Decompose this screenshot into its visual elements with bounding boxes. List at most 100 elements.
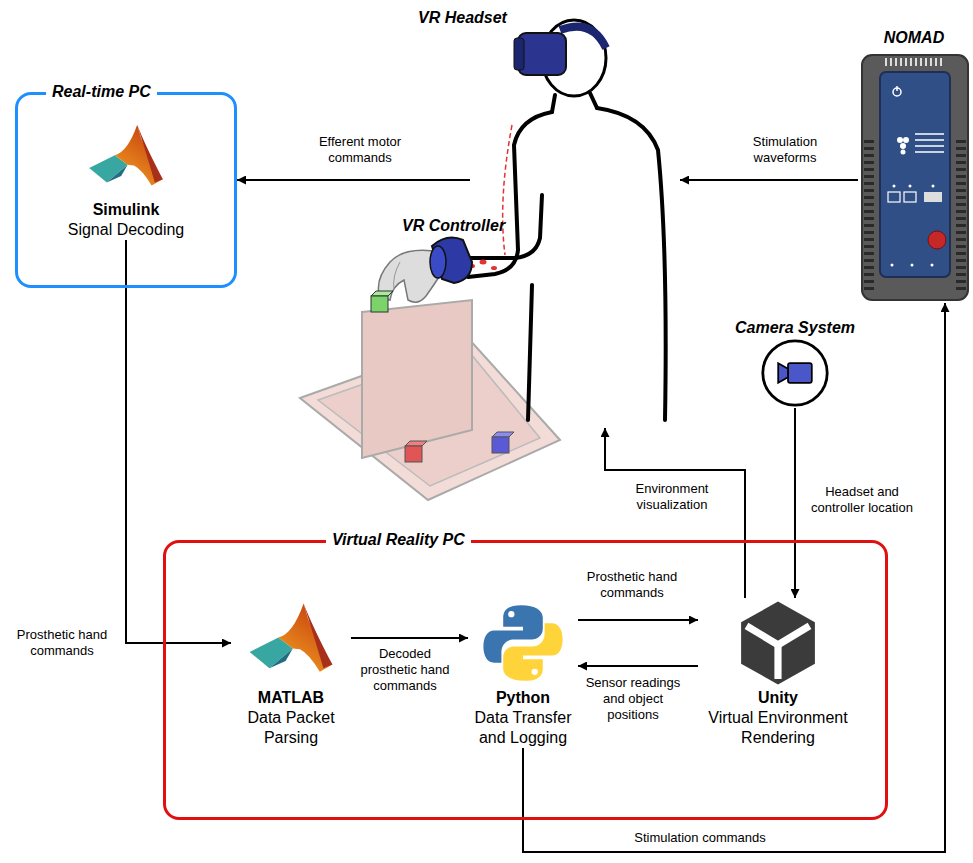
nomad-device bbox=[888, 192, 900, 202]
matlab-logo bbox=[137, 125, 163, 183]
device-label: NOMAD bbox=[858, 28, 970, 48]
python-logo bbox=[532, 669, 538, 675]
participant-node: VR HeadsetVR Controller bbox=[470, 8, 680, 428]
edge-label: Stimulation commands bbox=[615, 829, 785, 847]
vr-headset bbox=[514, 27, 606, 75]
unity-logo bbox=[733, 598, 823, 688]
python-logo bbox=[478, 598, 568, 688]
computer-group: Real-time PCSimulinkSignal Decoding bbox=[15, 92, 237, 288]
nomad-device bbox=[885, 58, 945, 66]
node-title: Python bbox=[468, 688, 578, 708]
unity-logo bbox=[774, 645, 781, 679]
matlab-logo bbox=[115, 125, 163, 186]
matlab-logo bbox=[107, 165, 128, 183]
node-subtitle: Signal Decoding bbox=[61, 220, 191, 240]
matlab-logo bbox=[269, 648, 292, 668]
blue-cube bbox=[492, 437, 509, 453]
nomad-device bbox=[909, 185, 912, 188]
nomad-device bbox=[904, 192, 916, 202]
data-flow-arrow bbox=[126, 240, 231, 643]
node-subtitle: Virtual Environment Rendering bbox=[698, 708, 858, 748]
node-title: Camera System bbox=[730, 318, 860, 338]
nomad-device bbox=[903, 137, 909, 143]
nomad-device bbox=[915, 151, 944, 153]
nomad-device bbox=[900, 143, 906, 149]
software-node: PythonData Transfer and Logging bbox=[468, 598, 578, 748]
nomad-device bbox=[880, 72, 950, 277]
edge-label: Stimulation waveforms bbox=[725, 133, 845, 167]
vr-controller bbox=[430, 246, 446, 278]
nomad-device bbox=[862, 55, 968, 300]
data-flow-arrow bbox=[578, 665, 698, 667]
group-heading: Virtual Reality PC bbox=[326, 530, 471, 550]
camera-node: Camera System bbox=[730, 318, 860, 408]
matlab-logo bbox=[304, 603, 333, 668]
nomad-device bbox=[956, 140, 966, 290]
vr-controller bbox=[430, 238, 472, 283]
data-flow-arrow bbox=[237, 179, 470, 181]
edge-label: Headset and controller location bbox=[805, 483, 920, 517]
unity-logo bbox=[747, 626, 779, 645]
red-cube bbox=[405, 441, 427, 446]
red-cube bbox=[405, 441, 427, 462]
edge-label: Prosthetic hand commands bbox=[7, 626, 117, 660]
nerve-path bbox=[469, 125, 512, 270]
participant-figure bbox=[597, 108, 666, 420]
edge-label: Prosthetic hand commands bbox=[577, 568, 687, 602]
participant-figure bbox=[468, 112, 552, 277]
nomad-device bbox=[928, 231, 946, 249]
edge-label: Decoded prosthetic hand commands bbox=[348, 645, 463, 695]
edge-label: Sensor readings and object positions bbox=[575, 674, 691, 724]
computer-group: Virtual Reality PCMATLABData Packet Pars… bbox=[163, 540, 888, 820]
matlab-logo bbox=[86, 120, 166, 200]
participant-figure bbox=[590, 93, 597, 108]
edge-label: Efferent motor commands bbox=[295, 133, 425, 167]
red-cube bbox=[405, 446, 422, 462]
data-flow-arrow bbox=[523, 303, 945, 852]
matlab-logo bbox=[246, 598, 336, 688]
green-cube bbox=[371, 291, 393, 312]
matlab-logo bbox=[278, 603, 332, 671]
node-title: MATLAB bbox=[231, 688, 351, 708]
tray-illustration bbox=[362, 300, 472, 458]
node-title: Simulink bbox=[61, 200, 191, 220]
stimulator-node: NOMAD bbox=[858, 28, 970, 303]
nomad-device bbox=[901, 150, 906, 155]
data-flow-arrow bbox=[578, 619, 698, 621]
unity-logo bbox=[741, 602, 815, 685]
nerve-path bbox=[503, 125, 512, 255]
nomad-device bbox=[915, 133, 944, 135]
participant-figure bbox=[552, 95, 555, 112]
vr-headset bbox=[514, 38, 524, 70]
virtual-hand bbox=[394, 262, 400, 290]
node-subtitle: Data Transfer and Logging bbox=[468, 708, 578, 748]
camera-logo bbox=[788, 363, 812, 383]
nomad-device bbox=[915, 145, 944, 147]
node-title: Unity bbox=[698, 688, 858, 708]
camera-logo bbox=[778, 363, 788, 383]
green-cube bbox=[371, 296, 388, 312]
part-label: VR Controller bbox=[402, 216, 505, 236]
python-logo bbox=[503, 623, 562, 681]
tray-illustration bbox=[300, 300, 560, 500]
nomad-device bbox=[897, 137, 903, 143]
python-logo bbox=[503, 623, 562, 681]
part-label: VR Headset bbox=[418, 8, 507, 28]
nerve-path bbox=[491, 266, 497, 270]
unity-logo bbox=[778, 626, 810, 645]
camera-logo bbox=[763, 341, 827, 405]
edge-label: Environment visualization bbox=[616, 480, 728, 514]
nomad-device bbox=[862, 55, 968, 300]
nerve-path bbox=[480, 260, 487, 265]
camera-logo bbox=[760, 338, 830, 408]
nomad-device bbox=[864, 140, 874, 290]
software-node: MATLABData Packet Parsing bbox=[231, 598, 351, 748]
node-subtitle: Data Packet Parsing bbox=[231, 708, 351, 748]
nomad-device bbox=[891, 264, 894, 267]
data-flow-arrow bbox=[794, 408, 796, 598]
nomad-device bbox=[896, 86, 898, 91]
software-node: SimulinkSignal Decoding bbox=[61, 120, 191, 240]
nomad-device bbox=[911, 264, 914, 267]
